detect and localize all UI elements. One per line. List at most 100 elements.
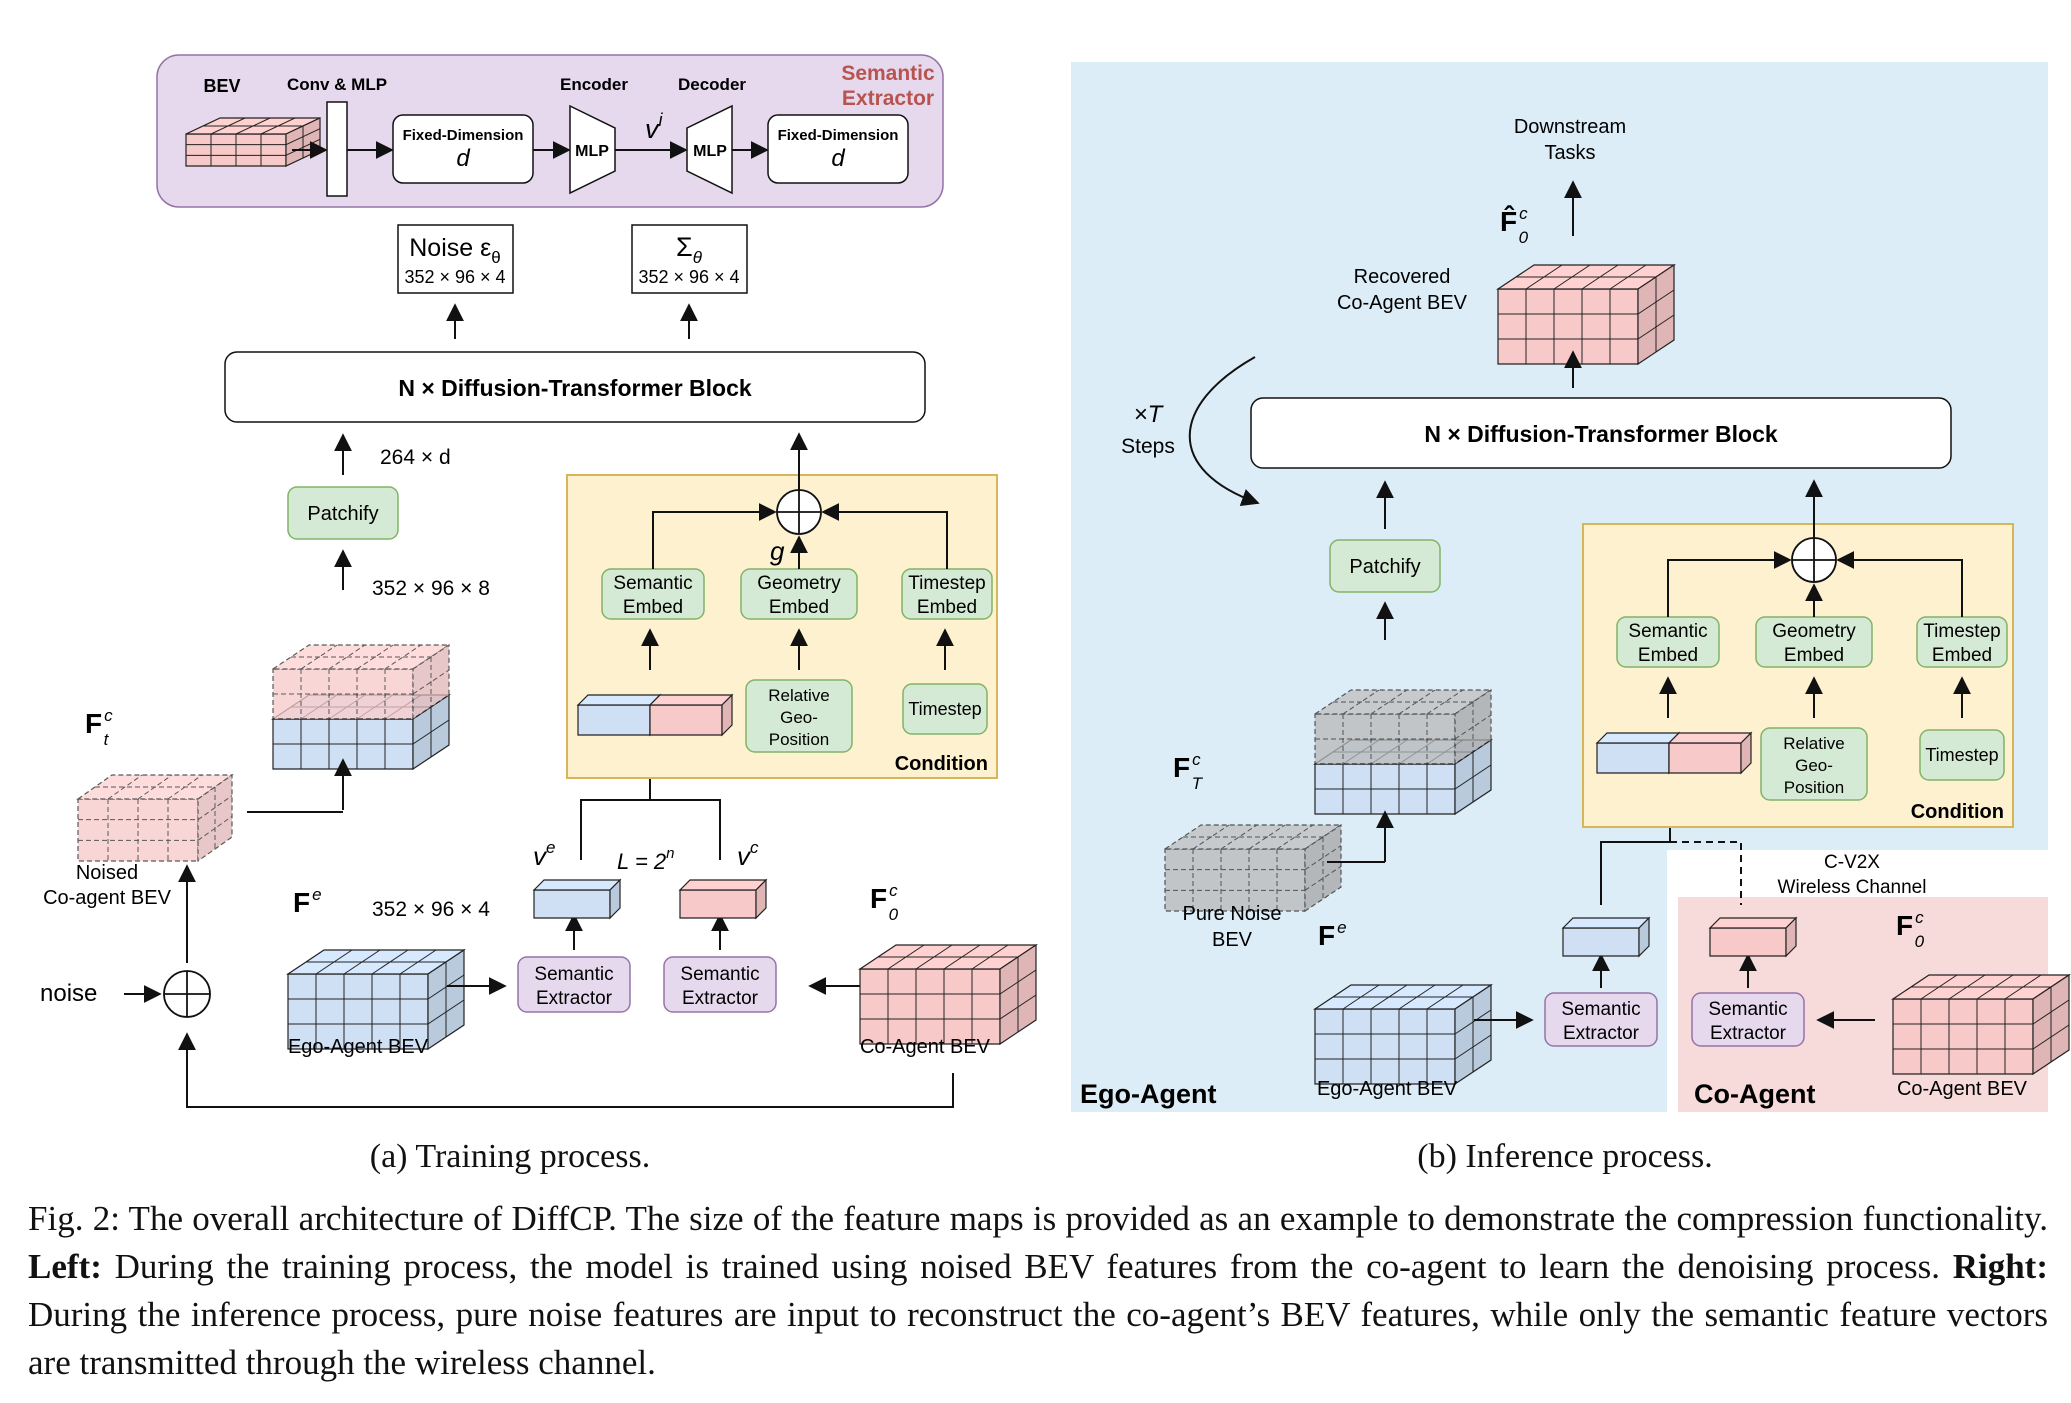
encoder-mlp-label: MLP	[575, 143, 609, 160]
steps-symbol: ×T	[1134, 401, 1165, 428]
pure-noise-label-2: BEV	[1212, 929, 1253, 951]
concat-dim-label: 352 × 96 × 8	[372, 577, 490, 600]
vc-vector-inference	[1708, 916, 1798, 958]
noised-label-1: Noised	[76, 862, 138, 884]
vc-vector	[678, 878, 768, 920]
patchify-box-training	[287, 486, 399, 540]
inference-concat-gray	[1313, 688, 1493, 766]
sigma-output-label: Σθ	[676, 232, 703, 267]
timestep-training: Timestep	[908, 699, 981, 719]
extractor-co-label-1: Semantic	[680, 964, 759, 985]
ve-vector	[532, 878, 622, 920]
decoder-mlp	[686, 104, 733, 195]
sigma-output-size: 352 × 96 × 4	[638, 267, 739, 287]
co-label-training: Co-Agent BEV	[860, 1036, 991, 1058]
semantic-extractor-title-2: Extractor	[842, 87, 934, 110]
semantic-extractor-title-1: Semantic	[841, 62, 935, 85]
extractor-co-label-2: Extractor	[682, 988, 759, 1009]
timestep-box-training	[902, 683, 988, 735]
patch-dim-label: 264 × d	[380, 446, 451, 469]
bev-label: BEV	[203, 76, 240, 96]
ve-symbol: ve	[533, 838, 555, 871]
timestep-embed-training-1: Timestep	[908, 573, 985, 594]
steps-loop-arrow	[1188, 356, 1260, 507]
extractor-ego-inf-label-2: Extractor	[1563, 1023, 1640, 1044]
downstream-label-2: Tasks	[1544, 142, 1595, 164]
extractor-ego-label-1: Semantic	[534, 964, 613, 985]
relative-geo-box-inference	[1760, 727, 1868, 801]
extractor-ego-label-2: Extractor	[536, 988, 613, 1009]
concat-vector-training-pink	[648, 693, 734, 737]
timestep-embed-inference-1: Timestep	[1923, 621, 2000, 642]
semantic-extractor-panel	[156, 54, 944, 208]
bev-mini-cube	[185, 117, 321, 167]
condition-title-training: Condition	[895, 753, 988, 775]
sigma-output-box	[631, 224, 748, 294]
co-cube-training	[858, 943, 1038, 1046]
patchify-label-inference: Patchify	[1349, 556, 1420, 578]
length-label: L = 2n	[617, 845, 675, 874]
concat-cube-pink	[271, 643, 451, 721]
timestep-inference: Timestep	[1925, 745, 1998, 765]
caption-right-text: During the inference process, pure noise…	[28, 1295, 2048, 1382]
relative-geo-training-1: Relative	[768, 686, 829, 705]
ego-cube-training	[286, 948, 466, 1051]
semantic-embed-training-2: Embed	[623, 597, 683, 618]
ego-cube-inference	[1313, 983, 1493, 1086]
relative-geo-training-3: Position	[769, 730, 829, 749]
channel-label-1: C-V2X	[1824, 852, 1880, 873]
recovered-label-1: Recovered	[1354, 266, 1451, 288]
semantic-extractor-ego-inference	[1544, 992, 1658, 1047]
subcaption-training: (a) Training process.	[369, 1138, 651, 1175]
dit-block-inference-label: N × Diffusion-Transformer Block	[1424, 421, 1778, 447]
dit-block-inference	[1250, 397, 1952, 469]
noise-output-size: 352 × 96 × 4	[404, 267, 505, 287]
recovered-label-2: Co-Agent BEV	[1337, 292, 1468, 314]
channel-label-2: Wireless Channel	[1778, 877, 1927, 898]
semantic-extractor-co-inference	[1691, 992, 1805, 1047]
ego-label-training: Ego-Agent BEV	[288, 1036, 429, 1058]
extractor-co-inf-label-2: Extractor	[1710, 1023, 1787, 1044]
dit-block-training-label: N × Diffusion-Transformer Block	[398, 375, 752, 401]
relative-geo-inference-2: Geo-	[1795, 756, 1833, 775]
noise-output-label: Noise εθ	[409, 234, 500, 267]
vi-symbol: vi	[645, 110, 664, 144]
vc-symbol: vc	[737, 838, 759, 871]
relative-geo-inference-3: Position	[1784, 778, 1844, 797]
relative-geo-training-2: Geo-	[780, 708, 818, 727]
co-region-label: Co-Agent	[1694, 1079, 1815, 1109]
encoder-label: Encoder	[560, 75, 628, 94]
caption-right-bold: Right:	[1952, 1247, 2048, 1286]
geometry-embed-inference-2: Embed	[1784, 645, 1844, 666]
patchify-label-training: Patchify	[307, 503, 378, 525]
co-label-inference: Co-Agent BEV	[1897, 1078, 2028, 1100]
noise-input-label: noise	[40, 980, 97, 1007]
fixed-dimension-box-out	[767, 114, 909, 184]
downstream-label-1: Downstream	[1514, 116, 1626, 138]
caption-left-bold: Left:	[28, 1247, 102, 1286]
geometry-embed-training-2: Embed	[769, 597, 829, 618]
fixed-dimension-label-out: Fixed-Dimension	[778, 127, 899, 144]
semantic-extractor-ego	[517, 956, 631, 1013]
semantic-extractor-co	[663, 956, 777, 1013]
figure-caption: Fig. 2: The overall architecture of Diff…	[28, 1195, 2048, 1387]
d-symbol-out: d	[831, 145, 845, 172]
relative-geo-box-training	[745, 679, 853, 753]
ego-region-label: Ego-Agent	[1080, 1079, 1216, 1109]
co-cube-inference	[1891, 973, 2071, 1076]
extractor-ego-inf-label-1: Semantic	[1561, 999, 1640, 1020]
subcaption-inference: (b) Inference process.	[1417, 1138, 1713, 1175]
semantic-embed-training-1: Semantic	[613, 573, 692, 594]
caption-left-text: During the training process, the model i…	[101, 1247, 1953, 1286]
conv-mlp-label: Conv & MLP	[287, 75, 387, 94]
timestep-box-inference	[1919, 729, 2005, 781]
semantic-embed-inference-2: Embed	[1638, 645, 1698, 666]
